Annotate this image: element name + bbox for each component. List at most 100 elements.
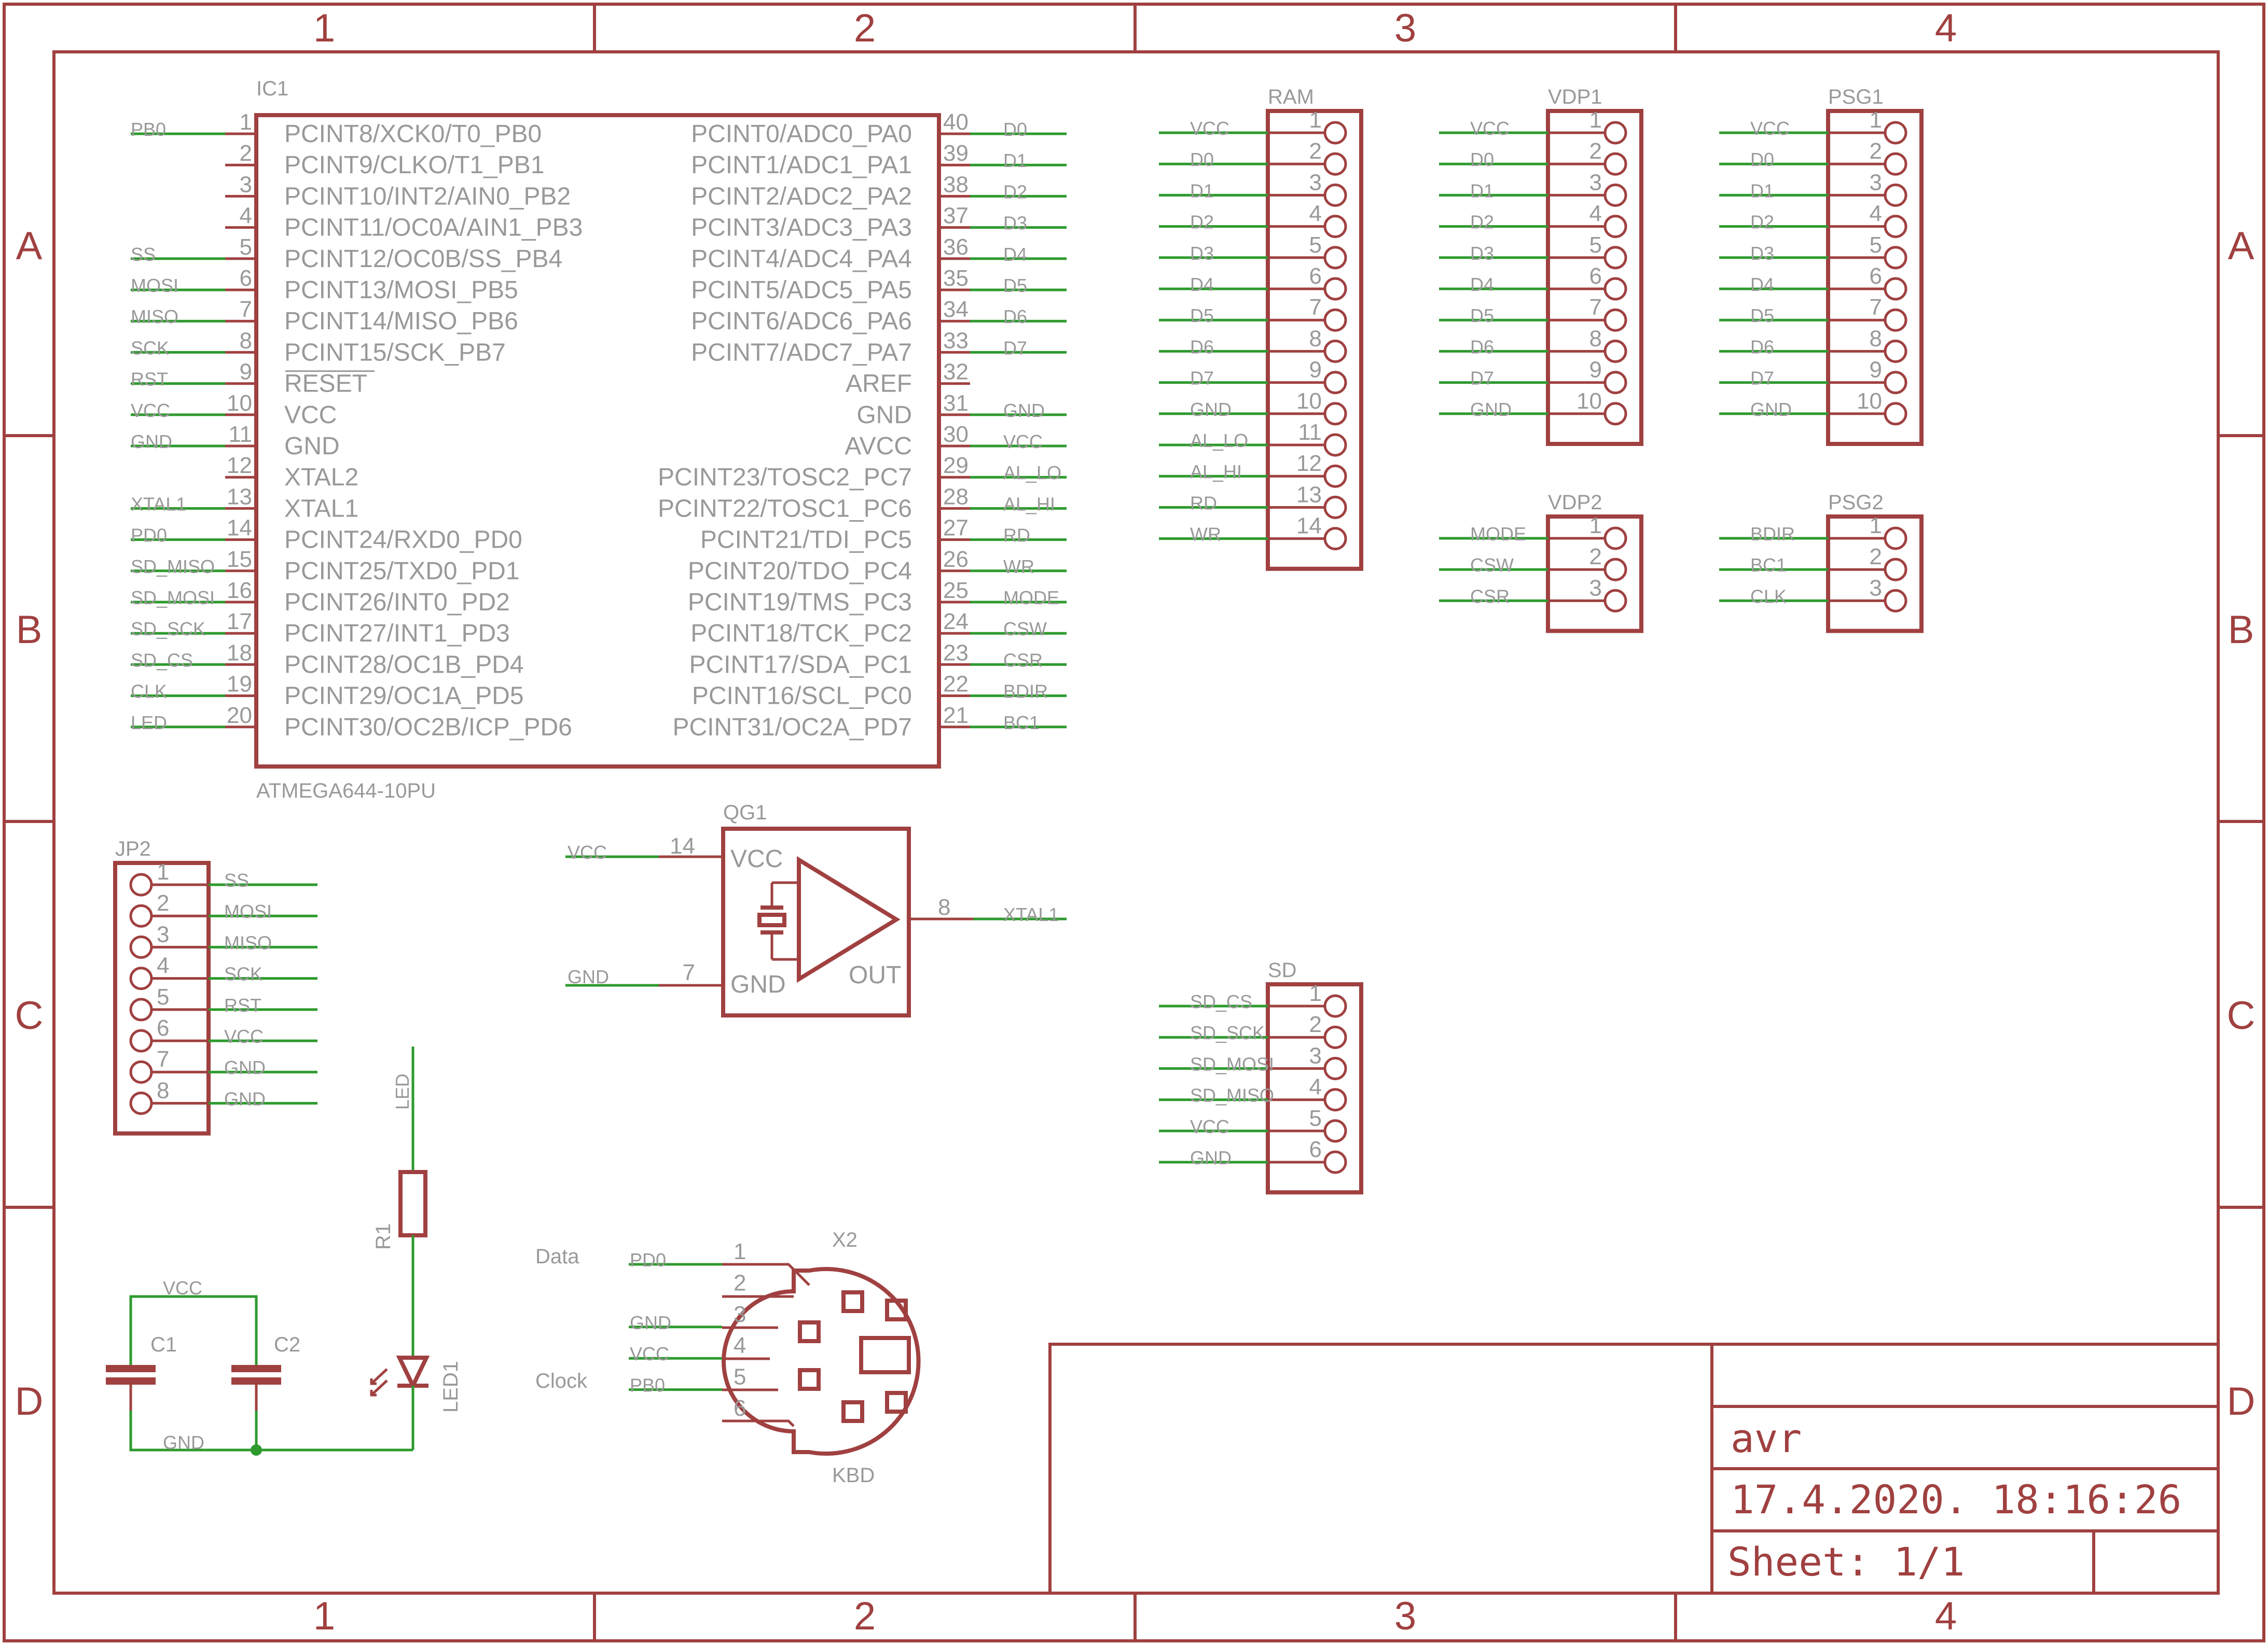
net-label: CSW <box>1003 618 1047 639</box>
ic1-pin-number: 3 <box>240 172 252 197</box>
net-label: CLK <box>1750 585 1787 607</box>
ic1-pin-number: 20 <box>227 703 252 728</box>
ic1-pin-number: 33 <box>943 328 969 353</box>
ic1-pin-number: 30 <box>943 422 969 447</box>
ic1-pin-name: PCINT18/TCK_PC2 <box>690 620 912 647</box>
ic1-pin-number: 18 <box>227 640 252 665</box>
header-pin-number: 3 <box>1589 170 1602 195</box>
net-label: MISO <box>131 306 178 327</box>
c1-ref-label: C1 <box>150 1333 177 1356</box>
net-label: D1 <box>1750 180 1774 201</box>
ic1-pin-name: GND <box>856 401 912 429</box>
header-pin-pad <box>1323 246 1347 270</box>
header-pin-number: 9 <box>1309 357 1322 383</box>
header-pin-pad <box>1323 183 1347 207</box>
net-label: D3 <box>1470 243 1494 264</box>
header-ref-label: PSG2 <box>1828 491 1884 514</box>
column-label: 1 <box>313 1594 335 1638</box>
qg1-net-label: XTAL1 <box>1003 904 1059 925</box>
header-pin-pad <box>1323 308 1347 332</box>
ic1-ref-label: IC1 <box>256 77 288 100</box>
net-label: D4 <box>1003 244 1027 265</box>
header-pin-pad <box>1323 994 1347 1018</box>
net-label: D0 <box>1750 149 1774 170</box>
header-pin-number: 4 <box>1309 201 1322 227</box>
led1-diode <box>396 1356 430 1391</box>
net-label: D1 <box>1470 180 1494 201</box>
header-pin-number: 3 <box>157 922 169 947</box>
header-pin-pad <box>1884 589 1907 612</box>
ic1-pin-name: RESET <box>284 370 367 398</box>
header-pin-number: 1 <box>1870 107 1882 133</box>
r1-ref-label: R1 <box>372 1223 395 1250</box>
header-pin-pad <box>1323 277 1347 301</box>
passive-components: LED R1 LED1 GND VCC C1 C2 <box>106 1047 462 1456</box>
net-label: D2 <box>1750 212 1774 233</box>
ic1-pin-number: 15 <box>227 547 252 572</box>
header-pin-number: 8 <box>1309 326 1322 351</box>
header-pin-pad <box>1884 215 1907 239</box>
header-pin-pad <box>129 1029 153 1053</box>
column-label: 1 <box>313 6 335 50</box>
header-pin-number: 4 <box>1309 1075 1322 1100</box>
net-label: D5 <box>1470 305 1494 326</box>
ic1-pin-number: 29 <box>943 453 969 478</box>
x2-value-label: KBD <box>832 1464 875 1487</box>
header-body <box>1546 514 1643 633</box>
qg1-pin-number: 8 <box>938 895 950 920</box>
ic1-pin-number: 7 <box>240 297 252 322</box>
row-label: A <box>2228 224 2255 268</box>
net-label: D5 <box>1190 305 1214 326</box>
ic1-pin-number: 1 <box>240 109 252 135</box>
ic1-pin-name: GND <box>284 433 340 460</box>
row-label: D <box>2227 1379 2256 1424</box>
led1-ref-label: LED1 <box>439 1361 462 1413</box>
header-pin-pad <box>1603 277 1627 301</box>
header-pin-number: 5 <box>1309 232 1322 258</box>
net-label: SD_SCK <box>1190 1022 1265 1043</box>
ic1-pin-name: PCINT9/CLKO/T1_PB1 <box>284 151 545 179</box>
net-label: SD_MISO <box>131 556 215 577</box>
x2-pin-number: 1 <box>734 1239 746 1264</box>
header-body <box>1546 109 1643 446</box>
column-label: 4 <box>1935 1594 1957 1638</box>
row-label: A <box>16 224 43 268</box>
net-label: VCC <box>1470 118 1510 139</box>
ic1-pin-name: PCINT3/ADC3_PA3 <box>691 214 912 242</box>
header-pin-pad <box>1323 339 1347 363</box>
net-label: MODE <box>1470 523 1526 545</box>
header-pin-number: 1 <box>1589 513 1602 538</box>
header-pin-number: 10 <box>1296 388 1322 414</box>
header-ref-label: RAM <box>1268 86 1314 108</box>
ic1-pin-number: 6 <box>240 266 252 291</box>
row-label: C <box>2227 994 2256 1038</box>
x2-clock-label: Clock <box>535 1370 588 1392</box>
ic1-pin-name: AREF <box>846 370 912 398</box>
row-label: C <box>15 994 44 1038</box>
ic1-pin-number: 39 <box>943 141 969 166</box>
net-label: BC1 <box>1003 712 1040 733</box>
vcc-net-label: VCC <box>163 1277 202 1299</box>
x2-pin-number: 3 <box>734 1302 746 1327</box>
header-pin-pad <box>1884 277 1907 301</box>
x2-contact <box>798 1368 821 1391</box>
ic1-pin-name: PCINT12/OC0B/SS_PB4 <box>284 245 562 273</box>
title-block-name: avr <box>1731 1415 1802 1461</box>
x2-data-label: Data <box>535 1245 579 1268</box>
ic1-pin-name: PCINT22/TOSC1_PC6 <box>658 495 912 522</box>
header-pin-number: 8 <box>1589 326 1602 351</box>
qg1-ref-label: QG1 <box>723 801 767 824</box>
ic1-pin-name: PCINT19/TMS_PC3 <box>688 589 912 616</box>
net-label: D3 <box>1003 213 1027 234</box>
header-pin-pad <box>1323 371 1347 395</box>
header-pin-number: 3 <box>1309 1043 1322 1068</box>
x2-key <box>859 1336 911 1374</box>
header-pin-pad <box>129 967 153 991</box>
ic1-pin-number: 4 <box>240 203 252 229</box>
header-pin-number: 2 <box>1870 138 1882 164</box>
net-label: VCC <box>224 1026 264 1047</box>
